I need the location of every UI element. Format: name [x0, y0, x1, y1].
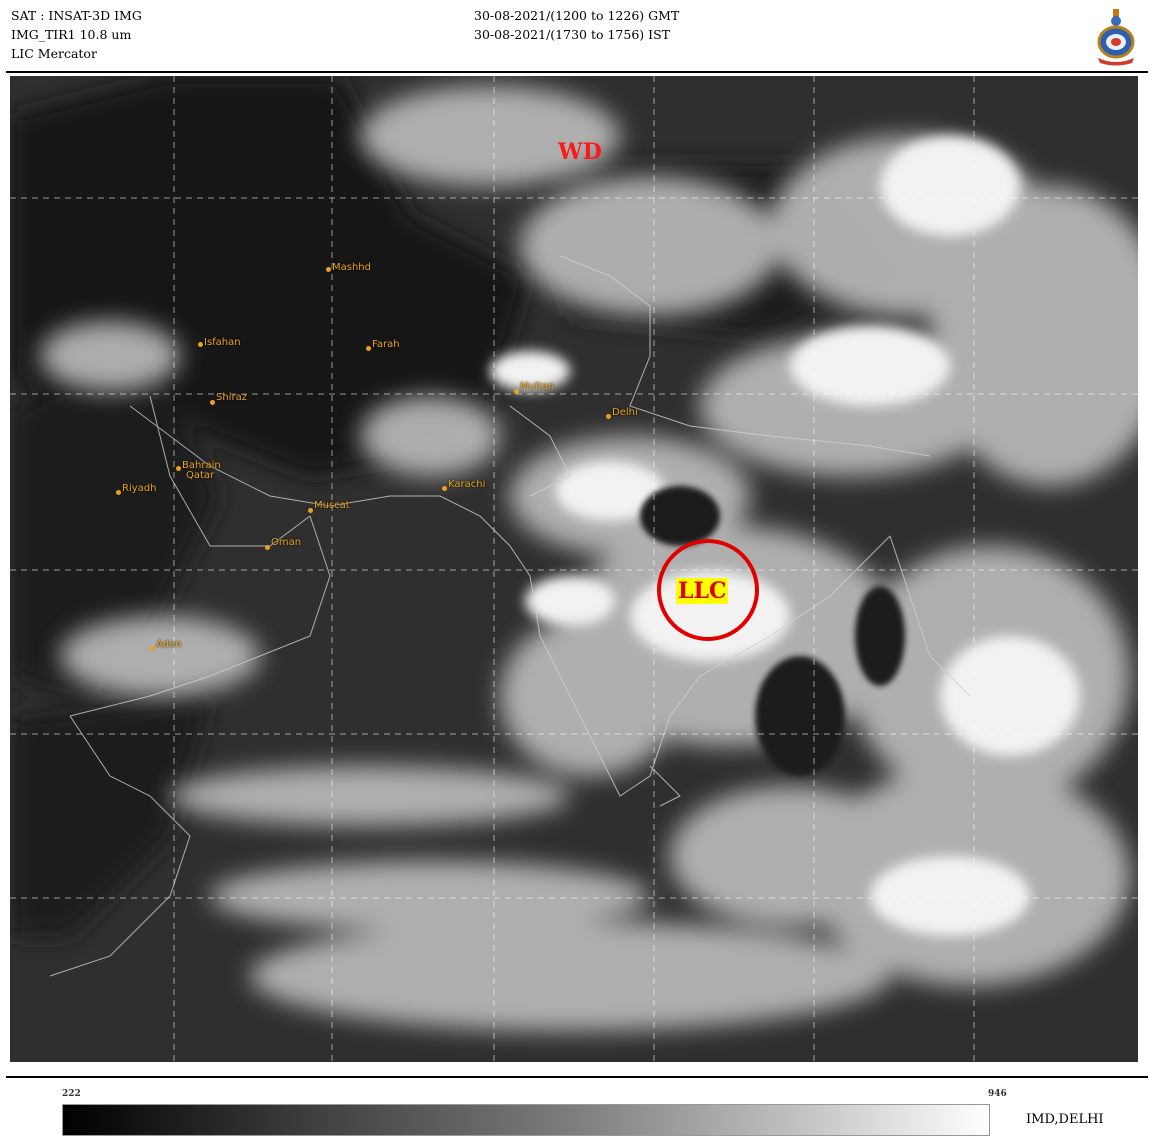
agency-name: IMD,DELHI — [1026, 1112, 1104, 1127]
city-dot — [442, 486, 447, 491]
place-label: Mashhd — [332, 262, 371, 273]
place-label: Delhi — [612, 407, 638, 418]
city-dot — [176, 466, 181, 471]
city-dot — [514, 389, 519, 394]
header-divider — [6, 71, 1148, 73]
projection-name: LIC Mercator — [11, 46, 97, 61]
satellite-name: SAT : INSAT-3D IMG — [11, 8, 142, 23]
place-label: Qatar — [186, 470, 215, 481]
city-dot — [308, 508, 313, 513]
channel-name: IMG_TIR1 10.8 um — [11, 27, 132, 42]
place-label: Isfahan — [204, 337, 241, 348]
place-label: Oman — [271, 537, 302, 548]
western-disturbance-label: WD — [558, 139, 602, 165]
footer-divider — [6, 1076, 1148, 1078]
place-label: Multan — [520, 381, 555, 392]
llc-label: LLC — [676, 578, 729, 604]
city-dot — [116, 490, 121, 495]
city-dot — [606, 414, 611, 419]
colorbar-max: 946 — [988, 1089, 1007, 1099]
header-info: SAT : INSAT-3D IMG IMG_TIR1 10.8 um LIC … — [11, 6, 142, 63]
place-label: Farah — [372, 339, 400, 350]
place-label: Shiraz — [216, 392, 247, 403]
colorbar-min: 222 — [62, 1089, 81, 1099]
satellite-image: Mashhd Isfahan Farah Shiraz Bahrain Qata… — [10, 76, 1138, 1062]
city-dot — [265, 545, 270, 550]
city-dot — [366, 346, 371, 351]
colorbar — [62, 1104, 990, 1136]
city-dot — [210, 400, 215, 405]
place-label: Karachi — [448, 479, 486, 490]
city-dot — [198, 342, 203, 347]
city-dot — [326, 267, 331, 272]
place-label: Riyadh — [122, 483, 157, 494]
city-dot — [150, 646, 155, 651]
place-label: Muscat — [314, 500, 350, 511]
place-label: Aden — [156, 639, 182, 650]
imd-emblem-icon — [1094, 8, 1138, 66]
llc-circle — [657, 539, 759, 641]
time-gmt: 30-08-2021/(1200 to 1226) GMT — [474, 8, 680, 23]
place-label: Bahrain — [182, 460, 221, 471]
satellite-imagery — [10, 76, 1138, 1062]
time-ist: 30-08-2021/(1730 to 1756) IST — [474, 27, 670, 42]
header-time: 30-08-2021/(1200 to 1226) GMT 30-08-2021… — [474, 6, 679, 44]
